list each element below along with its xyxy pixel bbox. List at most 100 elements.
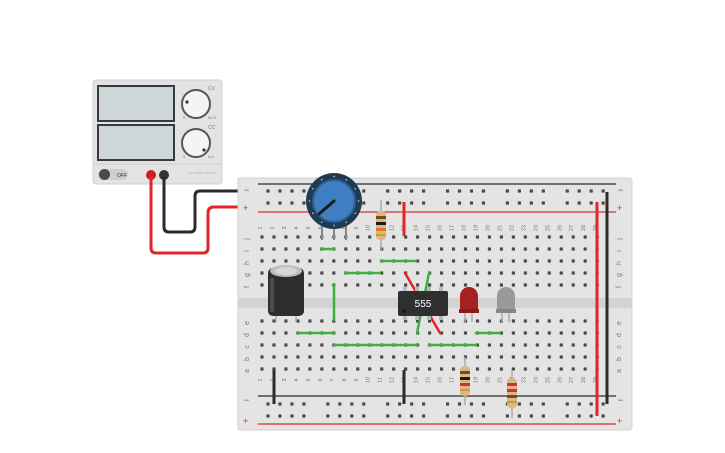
column-number-top: 14 — [414, 225, 420, 231]
column-number-top: 20 — [485, 225, 491, 231]
power-switch-label: OFF — [117, 173, 127, 179]
column-number-top: 1 — [258, 226, 264, 229]
bottom-right-plus: + — [617, 416, 622, 426]
row-letter: i — [616, 250, 623, 252]
row-letter: e — [616, 321, 623, 325]
row-letter: b — [616, 357, 623, 361]
column-number-bottom: 9 — [354, 378, 360, 381]
negative-terminal[interactable] — [159, 170, 169, 180]
potentiometer-wiper — [317, 199, 336, 216]
bottom-left-minus: − — [244, 395, 249, 405]
column-number-top: 19 — [473, 225, 479, 231]
column-number-top: 3 — [282, 226, 288, 229]
potentiometer[interactable] — [306, 173, 362, 240]
row-letter: i — [244, 250, 251, 252]
row-letter: a — [244, 369, 251, 373]
column-number-top: 21 — [497, 225, 503, 231]
psu-brand-label: DC POWER SUPPLY — [188, 171, 217, 175]
row-letter: d — [616, 333, 623, 337]
column-number-top: 26 — [557, 225, 563, 231]
column-number-bottom: 19 — [473, 377, 479, 383]
column-number-top: 28 — [581, 225, 587, 231]
voltage-display — [97, 85, 175, 122]
psu-negative-wire[interactable] — [162, 176, 264, 234]
row-letter: h — [244, 261, 251, 265]
electrolytic-capacitor-icon — [268, 268, 304, 316]
column-number-top: 8 — [342, 226, 348, 229]
column-number-top: 10 — [366, 225, 372, 231]
column-number-top: 12 — [390, 225, 396, 231]
column-number-bottom: 3 — [282, 378, 288, 381]
row-letter: c — [616, 345, 623, 349]
current-knob-max: 5 A — [208, 154, 214, 159]
current-display — [97, 124, 175, 161]
column-number-bottom: 27 — [569, 377, 575, 383]
column-number-top: 16 — [438, 225, 444, 231]
row-letter: f — [616, 286, 623, 288]
column-number-bottom: 26 — [557, 377, 563, 383]
column-number-bottom: 6 — [318, 378, 324, 381]
capacitor[interactable] — [268, 265, 304, 322]
positive-terminal[interactable] — [146, 170, 156, 180]
top-left-plus: + — [243, 203, 248, 213]
resistor-icon — [507, 378, 517, 408]
top-left-minus: − — [244, 185, 249, 195]
voltage-knob[interactable] — [181, 89, 211, 119]
row-letter: d — [244, 333, 251, 337]
column-number-bottom: 16 — [438, 377, 444, 383]
top-right-minus: − — [618, 185, 623, 195]
column-number-top: 27 — [569, 225, 575, 231]
led-grey[interactable] — [496, 287, 516, 322]
current-knob[interactable] — [181, 128, 211, 158]
bottom-right-minus: − — [618, 395, 623, 405]
row-letter: j — [244, 238, 251, 241]
column-number-top: 4 — [294, 226, 300, 229]
column-number-top: 18 — [461, 225, 467, 231]
row-letter: a — [616, 369, 623, 373]
ic-555[interactable]: 555 — [398, 287, 448, 320]
power-switch[interactable]: OFF — [98, 169, 128, 180]
column-number-bottom: 8 — [342, 378, 348, 381]
resistor-bottom-1[interactable] — [460, 357, 470, 405]
voltage-knob-label: CV — [208, 86, 216, 92]
row-letter: h — [616, 261, 623, 265]
column-number-top: 22 — [509, 225, 515, 231]
ic-pin1-marker — [402, 309, 406, 313]
led-icon — [497, 287, 515, 312]
column-number-bottom: 5 — [306, 378, 312, 381]
breadboard-holes[interactable] — [260, 189, 605, 418]
resistor-top[interactable] — [376, 200, 386, 250]
row-letter: e — [244, 321, 251, 325]
column-number-bottom: 11 — [378, 377, 384, 383]
ic-label: 555 — [415, 299, 432, 310]
column-number-top: 9 — [354, 226, 360, 229]
resistor-bottom-2[interactable] — [507, 370, 517, 418]
power-supply[interactable]: CV 0 30 V CC 0 5 A OFF DC POWER SUPPLY — [92, 79, 223, 185]
column-number-bottom: 4 — [294, 378, 300, 381]
row-letter: j — [616, 238, 623, 241]
voltage-knob-max: 30 V — [208, 115, 217, 120]
column-number-top: 25 — [545, 225, 551, 231]
led-red[interactable] — [459, 287, 479, 322]
column-number-bottom: 15 — [426, 377, 432, 383]
column-number-bottom: 23 — [521, 377, 527, 383]
row-letter: f — [244, 286, 251, 288]
column-number-bottom: 12 — [390, 377, 396, 383]
column-number-top: 15 — [426, 225, 432, 231]
psu-positive-wire[interactable] — [149, 176, 264, 255]
column-number-bottom: 14 — [414, 377, 420, 383]
row-letter: g — [244, 273, 251, 277]
column-number-bottom: 20 — [485, 377, 491, 383]
led-icon — [460, 287, 478, 312]
column-number-bottom: 28 — [581, 377, 587, 383]
column-number-top: 24 — [533, 225, 539, 231]
current-knob-label: CC — [208, 125, 216, 131]
row-letter: g — [616, 273, 623, 277]
top-right-plus: + — [617, 203, 622, 213]
column-number-bottom: 25 — [545, 377, 551, 383]
voltage-knob-min: 0 — [183, 115, 186, 120]
ic-chip-icon — [398, 291, 448, 316]
resistor-icon — [460, 366, 470, 396]
column-number-top: 23 — [521, 225, 527, 231]
